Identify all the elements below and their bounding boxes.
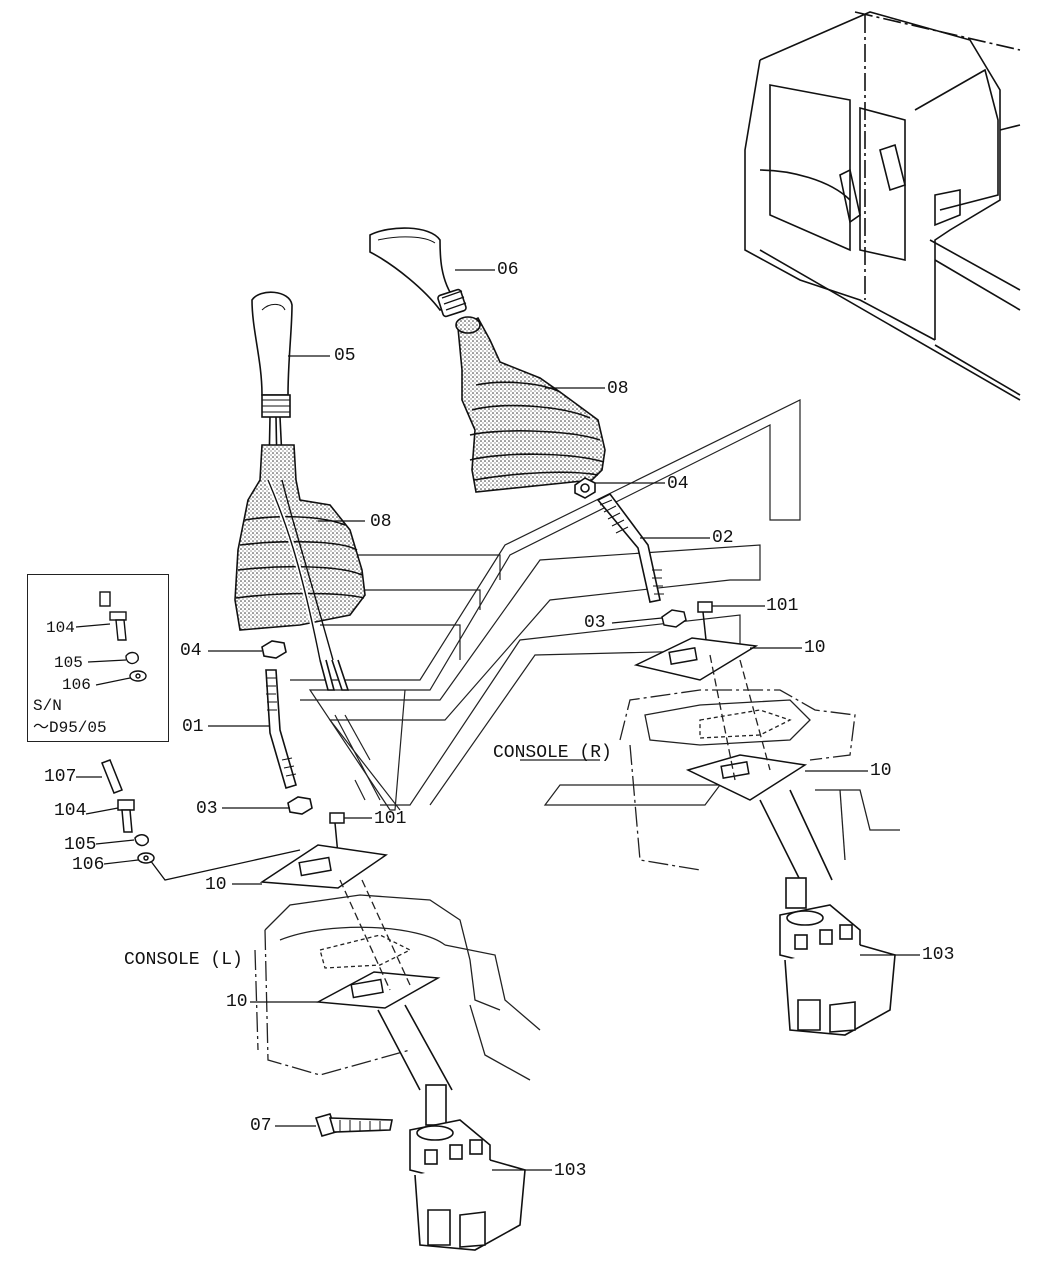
guide-outlines [290, 399, 801, 811]
serial-inset-box [27, 574, 169, 742]
label-03-left: 03 [196, 799, 218, 819]
console-right [619, 654, 900, 871]
label-07: 07 [250, 1116, 272, 1136]
label-101-right: 101 [766, 596, 799, 616]
label-103-right: 103 [922, 945, 955, 965]
label-08-left: 08 [370, 512, 392, 532]
label-06: 06 [497, 260, 519, 280]
excavator-cab [744, 11, 1021, 401]
label-101-left: 101 [374, 809, 407, 829]
boot-08-left [234, 444, 366, 691]
small-parts-left [101, 759, 155, 864]
lever-01 [261, 640, 313, 815]
mount-right [633, 601, 808, 801]
grip-06 [369, 227, 467, 318]
label-107: 107 [44, 767, 77, 787]
inset-label-105: 105 [54, 654, 83, 672]
label-02: 02 [712, 528, 734, 548]
inset-sn-label: S/N [33, 697, 62, 715]
label-04-right: 04 [667, 474, 689, 494]
label-04-left: 04 [180, 641, 202, 661]
label-104: 104 [54, 801, 87, 821]
label-10-left-top: 10 [205, 875, 227, 895]
boot-08-right [455, 316, 606, 493]
label-10-right-top: 10 [804, 638, 826, 658]
mount-left [259, 812, 441, 1009]
pilot-valve-103-left [314, 1004, 526, 1251]
grip-05 [251, 291, 293, 521]
small-parts-inset [99, 591, 147, 682]
inset-label-106: 106 [62, 676, 91, 694]
lever-02 [574, 477, 664, 603]
inset-label-104: 104 [46, 619, 75, 637]
label-103-left: 103 [554, 1161, 587, 1181]
leader-lines [75, 269, 920, 1171]
console-left [149, 849, 541, 1081]
label-106: 106 [72, 855, 105, 875]
label-01: 01 [182, 717, 204, 737]
label-05: 05 [334, 346, 356, 366]
label-08-right: 08 [607, 379, 629, 399]
label-105: 105 [64, 835, 97, 855]
console-right-label: CONSOLE (R) [493, 743, 612, 763]
label-10-left-bottom: 10 [226, 992, 248, 1012]
pilot-valve-103-right [759, 789, 896, 1036]
label-10-right-bottom: 10 [870, 761, 892, 781]
label-03-right: 03 [584, 613, 606, 633]
inset-sn-range: ～D95/05 [33, 719, 107, 737]
console-left-label: CONSOLE (L) [124, 950, 243, 970]
